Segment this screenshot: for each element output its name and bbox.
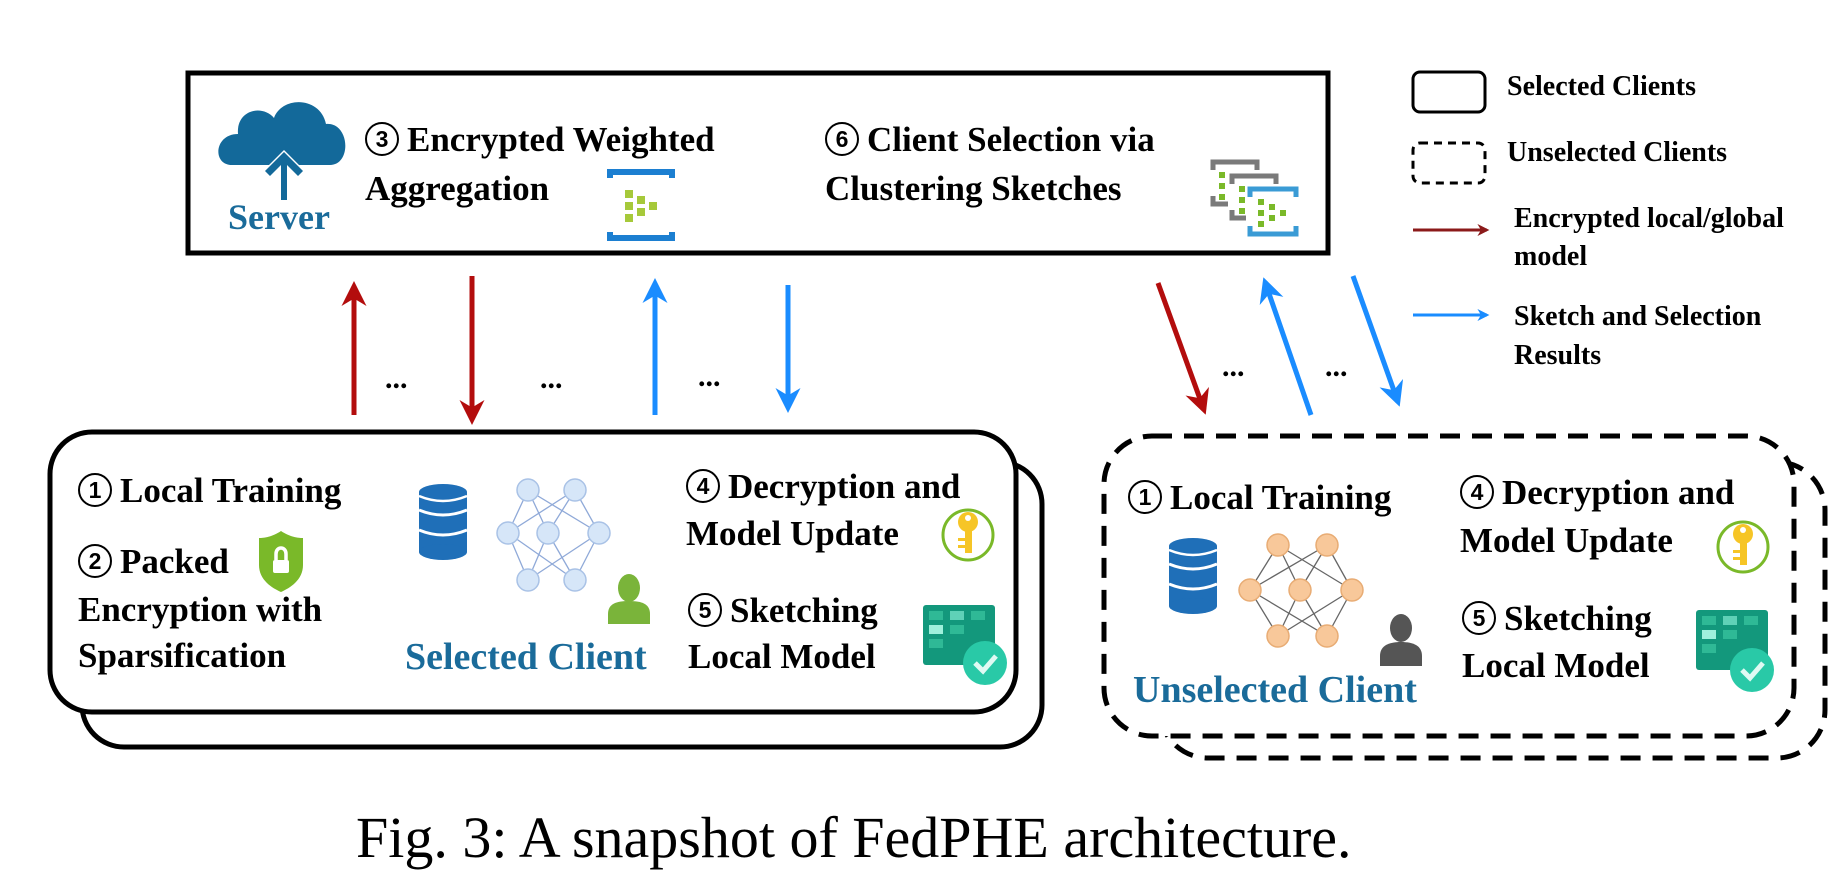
step-number-badge: 5 — [1462, 601, 1496, 635]
unselected-step4-line2: Model Update — [1460, 521, 1673, 560]
cloud-upload-icon — [218, 102, 346, 200]
ellipsis: ... — [1325, 350, 1348, 383]
key-icon — [941, 508, 995, 562]
clustering-sketches-icon — [1210, 159, 1299, 237]
step3-line2: Aggregation — [365, 169, 550, 208]
step-number-badge: 6 — [825, 122, 859, 156]
selected-step4-line2: Model Update — [686, 514, 899, 553]
key-icon-unselected — [1716, 520, 1770, 574]
step6-line2: Clustering Sketches — [825, 169, 1122, 208]
server-label: Server — [228, 197, 330, 237]
sketch-upload-arrow-unselected — [1259, 277, 1314, 416]
user-icon-unselected — [1380, 614, 1422, 666]
selection-download-arrow-unselected — [1350, 275, 1404, 407]
encrypted-download-arrow-unselected — [1155, 282, 1209, 415]
selected-client-label: Selected Client — [405, 636, 647, 678]
shield-lock-icon — [259, 531, 303, 592]
sketch-table-icon — [923, 605, 1007, 685]
selected-step2-line2: Encryption with — [78, 590, 323, 629]
legend-unselected-swatch — [1411, 141, 1487, 185]
legend-selected-label: Selected Clients — [1507, 71, 1696, 102]
sketch-table-icon-unselected — [1696, 610, 1774, 692]
unselected-client-box — [1101, 433, 1797, 739]
database-icon — [418, 484, 468, 560]
ellipsis: ... — [540, 362, 563, 395]
server-box — [185, 70, 1331, 256]
ellipsis: ... — [385, 362, 408, 395]
database-icon-unselected — [1168, 538, 1218, 614]
neural-network-icon — [496, 478, 611, 592]
ellipsis: ... — [1222, 350, 1245, 383]
legend-sketch-line2: Results — [1514, 340, 1602, 371]
unselected-client-label: Unselected Client — [1133, 669, 1417, 711]
step-number-badge: 4 — [1460, 475, 1494, 509]
figure-caption: Fig. 3: A snapshot of FedPHE architectur… — [356, 805, 1352, 870]
step-number-badge: 4 — [686, 469, 720, 503]
legend-selected-swatch — [1411, 70, 1487, 114]
aggregation-icon — [607, 169, 675, 241]
step-number-badge: 1 — [78, 473, 112, 507]
legend-sketch-line1: Sketch and Selection — [1514, 301, 1762, 332]
step-number-badge: 2 — [78, 544, 112, 578]
step-number-badge: 1 — [1128, 480, 1162, 514]
selected-step2-line3: Sparsification — [78, 636, 287, 675]
user-icon — [608, 574, 650, 624]
unselected-step5-line2: Local Model — [1462, 646, 1650, 685]
unselected-client-box-back — [1157, 459, 1828, 761]
step-number-badge: 3 — [365, 122, 399, 156]
legend-unselected-label: Unselected Clients — [1507, 137, 1728, 168]
step-number-badge: 5 — [688, 593, 722, 627]
selected-step5-line2: Local Model — [688, 637, 876, 676]
ellipsis: ... — [698, 360, 721, 393]
neural-network-icon-unselected — [1238, 533, 1364, 648]
legend-encrypted-line1: Encrypted local/global — [1514, 203, 1784, 234]
legend-encrypted-line2: model — [1514, 241, 1588, 272]
